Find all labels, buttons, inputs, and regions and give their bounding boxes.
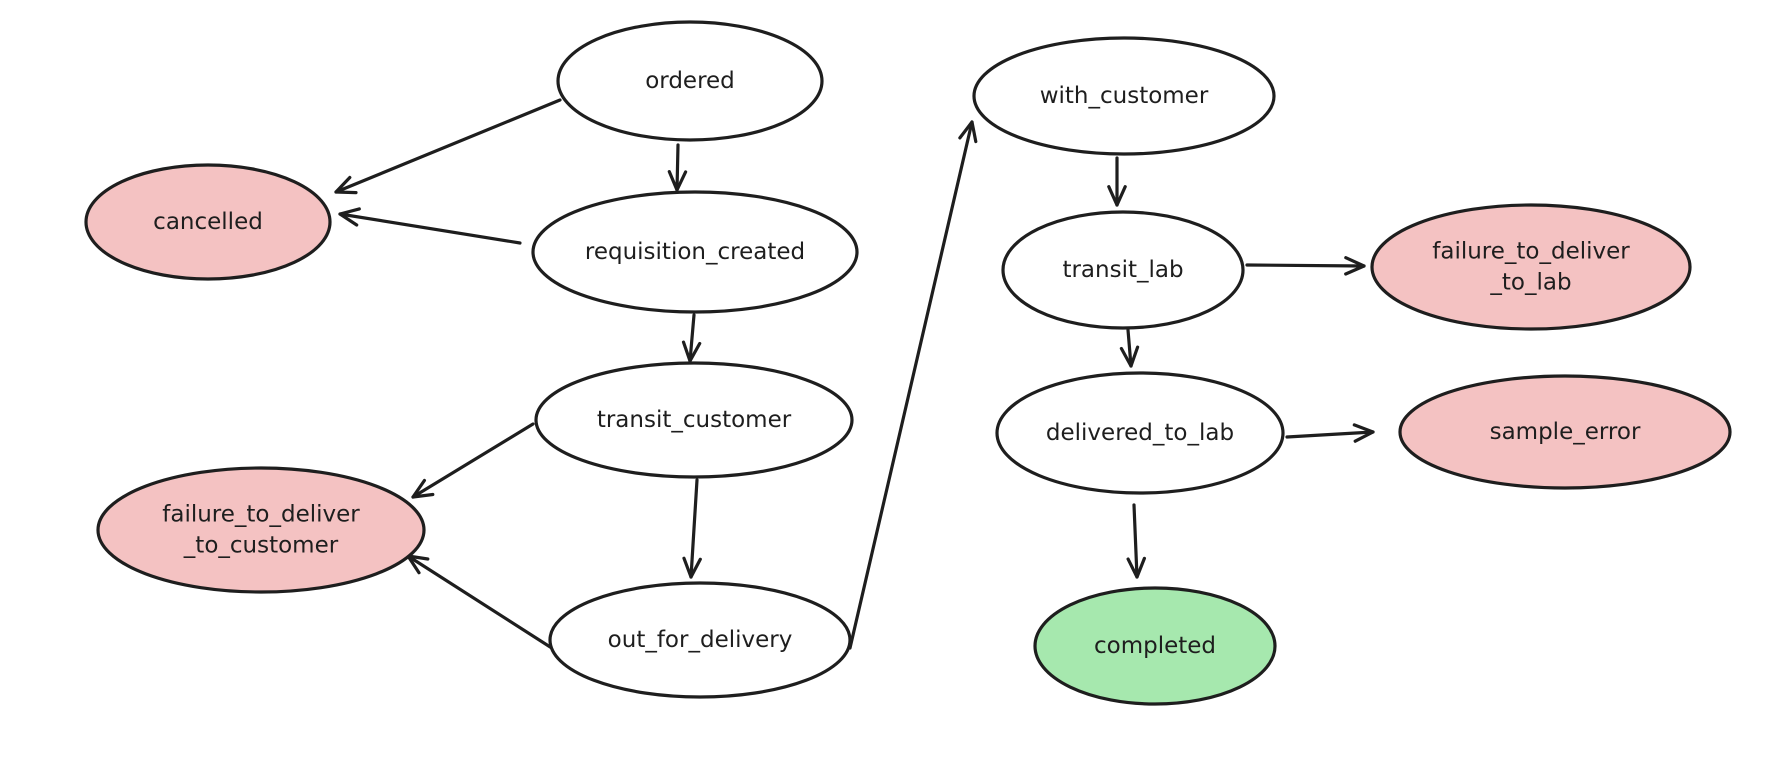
edge-line — [1126, 328, 1133, 368]
node-shape-cancelled — [84, 163, 332, 281]
node-label-failure_to_deliver_to_lab-line1: failure_to_deliver — [1432, 239, 1630, 265]
node-failure_to_deliver_to_lab: failure_to_deliver _to_lab — [1370, 203, 1692, 331]
node-out_for_delivery: out_for_delivery — [548, 581, 852, 699]
edge-line — [338, 212, 522, 245]
node-label-failure_to_deliver_to_customer-line1: failure_to_deliver — [162, 502, 360, 528]
node-shape-transit_lab — [1001, 210, 1245, 330]
node-label-requisition_created: requisition_created — [585, 239, 805, 265]
node-with_customer: with_customer — [972, 36, 1276, 156]
edge-line — [1132, 503, 1139, 579]
node-shape-with_customer — [972, 36, 1276, 156]
edge-requisition_created-to-transit_customer — [681, 313, 702, 363]
node-label-transit_lab: transit_lab — [1062, 257, 1183, 283]
node-completed: completed — [1033, 586, 1277, 706]
node-label-failure_to_deliver_to_lab-line2: _to_lab — [1489, 270, 1571, 296]
node-label-sample_error: sample_error — [1490, 419, 1641, 445]
arrowhead-icon — [1107, 185, 1127, 207]
node-shape-out_for_delivery — [548, 581, 852, 699]
edge-line — [688, 313, 696, 363]
node-shape-delivered_to_lab — [995, 371, 1285, 495]
arrowhead-icon — [1119, 345, 1140, 368]
edge-ordered-to-requisition_created — [667, 143, 688, 192]
edge-line — [411, 422, 535, 499]
node-shape-transit_customer — [534, 361, 854, 479]
edge-line — [848, 120, 974, 650]
arrowhead-icon — [958, 120, 978, 144]
node-transit_customer: transit_customer — [534, 361, 854, 479]
edge-out_for_delivery-to-with_customer — [848, 120, 978, 650]
node-cancelled: cancelled — [84, 163, 332, 281]
node-shape-failure_to_deliver_to_customer — [96, 466, 426, 594]
node-label-ordered: ordered — [645, 68, 735, 94]
node-label-completed: completed — [1094, 633, 1216, 659]
arrowhead-icon — [338, 207, 361, 227]
edge-transit_lab-to-delivered_to_lab — [1119, 328, 1140, 368]
edge-requisition_created-to-cancelled — [338, 207, 522, 245]
node-requisition_created: requisition_created — [531, 190, 859, 314]
node-shape-failure_to_deliver_to_lab — [1370, 203, 1692, 331]
edge-line — [406, 554, 560, 654]
node-delivered_to_lab: delivered_to_lab — [995, 371, 1285, 495]
node-label-transit_customer: transit_customer — [597, 407, 792, 433]
edge-line — [334, 98, 562, 194]
arrowhead-icon — [682, 556, 702, 579]
edge-transit_customer-to-failure_to_deliver_to_customer — [411, 422, 535, 499]
edge-ordered-to-cancelled — [334, 98, 562, 195]
edge-out_for_delivery-to-failure_to_deliver_to_customer — [406, 554, 560, 654]
node-shape-requisition_created — [531, 190, 859, 314]
node-failure_to_deliver_to_customer: failure_to_deliver _to_customer — [96, 466, 426, 594]
node-shape-ordered — [556, 20, 824, 142]
node-sample_error: sample_error — [1398, 374, 1732, 490]
node-label-out_for_delivery: out_for_delivery — [608, 627, 793, 653]
node-shape-sample_error — [1398, 374, 1732, 490]
arrowhead-icon — [667, 170, 688, 192]
edge-line — [1285, 430, 1375, 439]
arrowhead-icon — [406, 554, 430, 575]
edge-delivered_to_lab-to-sample_error — [1285, 423, 1375, 443]
edge-with_customer-to-transit_lab — [1107, 156, 1127, 207]
arrowhead-icon — [681, 340, 702, 363]
edge-line — [675, 143, 680, 192]
node-label-delivered_to_lab: delivered_to_lab — [1046, 420, 1234, 446]
arrowhead-icon — [1126, 556, 1146, 579]
edge-line — [1245, 263, 1366, 268]
arrowhead-icon — [1352, 423, 1375, 443]
node-ordered: ordered — [556, 20, 824, 142]
edge-line — [689, 478, 699, 579]
edge-delivered_to_lab-to-completed — [1126, 503, 1146, 579]
edge-transit_customer-to-out_for_delivery — [682, 478, 702, 579]
edge-transit_lab-to-failure_to_deliver_to_lab — [1245, 256, 1366, 276]
node-label-cancelled: cancelled — [153, 209, 263, 235]
node-label-with_customer: with_customer — [1040, 83, 1209, 109]
node-transit_lab: transit_lab — [1001, 210, 1245, 330]
arrowhead-icon — [411, 478, 435, 499]
node-label-failure_to_deliver_to_customer-line2: _to_customer — [183, 533, 339, 559]
node-shape-completed — [1033, 586, 1277, 706]
arrowhead-icon — [1344, 256, 1366, 276]
arrowhead-icon — [334, 175, 358, 195]
